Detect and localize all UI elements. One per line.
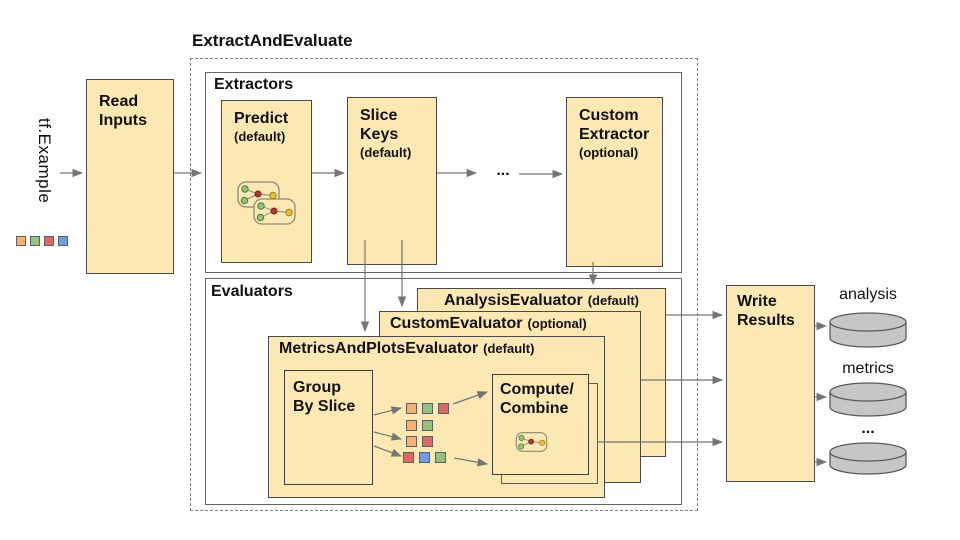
- analysis-evaluator-qualifier: (default): [587, 293, 639, 308]
- compute-combine-label: Compute/ Combine: [500, 381, 574, 418]
- metrics-datastore-icon: [829, 382, 907, 417]
- write-results-box: Write Results: [726, 285, 815, 482]
- example-square: [58, 236, 68, 246]
- input-example-squares: [16, 236, 68, 246]
- custom-evaluator-title: CustomEvaluator (optional): [380, 312, 640, 333]
- tf-example-label: tf.Example: [35, 118, 54, 204]
- predict-extractor-box: Predict (default): [221, 100, 312, 263]
- extractors-label: Extractors: [214, 76, 294, 93]
- custom-extractor-label: Custom Extractor: [579, 107, 650, 144]
- slice-row: [406, 403, 449, 414]
- analysis-evaluator-title: AnalysisEvaluator (default): [418, 289, 665, 310]
- slice-keys-qualifier: (default): [360, 145, 412, 161]
- pipeline-title: ExtractAndEvaluate: [192, 31, 353, 50]
- example-square: [422, 436, 433, 447]
- example-square: [419, 452, 430, 463]
- slice-keys-label: Slice Keys: [360, 107, 399, 144]
- more-datastore-icon: [829, 442, 907, 475]
- slice-row: [406, 436, 433, 447]
- example-square: [403, 452, 414, 463]
- slice-row: [406, 420, 433, 431]
- example-square: [16, 236, 26, 246]
- custom-evaluator-name: CustomEvaluator: [390, 315, 523, 332]
- example-square: [422, 420, 433, 431]
- example-square: [406, 436, 417, 447]
- custom-extractor-qualifier: (optional): [579, 145, 639, 161]
- evaluators-label: Evaluators: [211, 283, 293, 300]
- example-square: [30, 236, 40, 246]
- metrics-and-plots-evaluator-title: MetricsAndPlotsEvaluator (default): [269, 337, 604, 358]
- slice-row: [403, 452, 446, 463]
- model-graph-icon: [253, 198, 296, 225]
- read-inputs-label: Read Inputs: [99, 93, 147, 130]
- metrics-and-plots-evaluator-qualifier: (default): [483, 341, 535, 356]
- predict-label: Predict: [234, 110, 289, 127]
- slice-keys-extractor-box: Slice Keys (default): [347, 97, 437, 265]
- group-by-slice-label: Group By Slice: [293, 379, 356, 416]
- combine-graph-icon: [515, 432, 548, 452]
- example-square: [435, 452, 446, 463]
- compute-combine-box: Compute/ Combine: [492, 374, 589, 475]
- example-square: [422, 403, 433, 414]
- example-square: [438, 403, 449, 414]
- custom-extractor-box: Custom Extractor (optional): [566, 97, 663, 267]
- extract-and-evaluate-container: [190, 58, 698, 511]
- example-square: [406, 420, 417, 431]
- analysis-datastore-icon: [829, 312, 907, 348]
- group-by-slice-box: Group By Slice: [284, 370, 373, 485]
- more-outputs-ellipsis: ...: [861, 420, 875, 437]
- read-inputs-box: Read Inputs: [86, 79, 174, 274]
- predict-qualifier: (default): [234, 129, 286, 145]
- metrics-and-plots-evaluator-name: MetricsAndPlotsEvaluator: [279, 340, 479, 357]
- example-square: [44, 236, 54, 246]
- example-square: [406, 403, 417, 414]
- analysis-evaluator-name: AnalysisEvaluator: [443, 292, 583, 309]
- analysis-output-label: analysis: [839, 286, 897, 303]
- custom-evaluator-qualifier: (optional): [527, 316, 587, 331]
- write-results-label: Write Results: [737, 293, 795, 330]
- metrics-output-label: metrics: [842, 360, 894, 377]
- extractors-ellipsis: ...: [496, 162, 510, 179]
